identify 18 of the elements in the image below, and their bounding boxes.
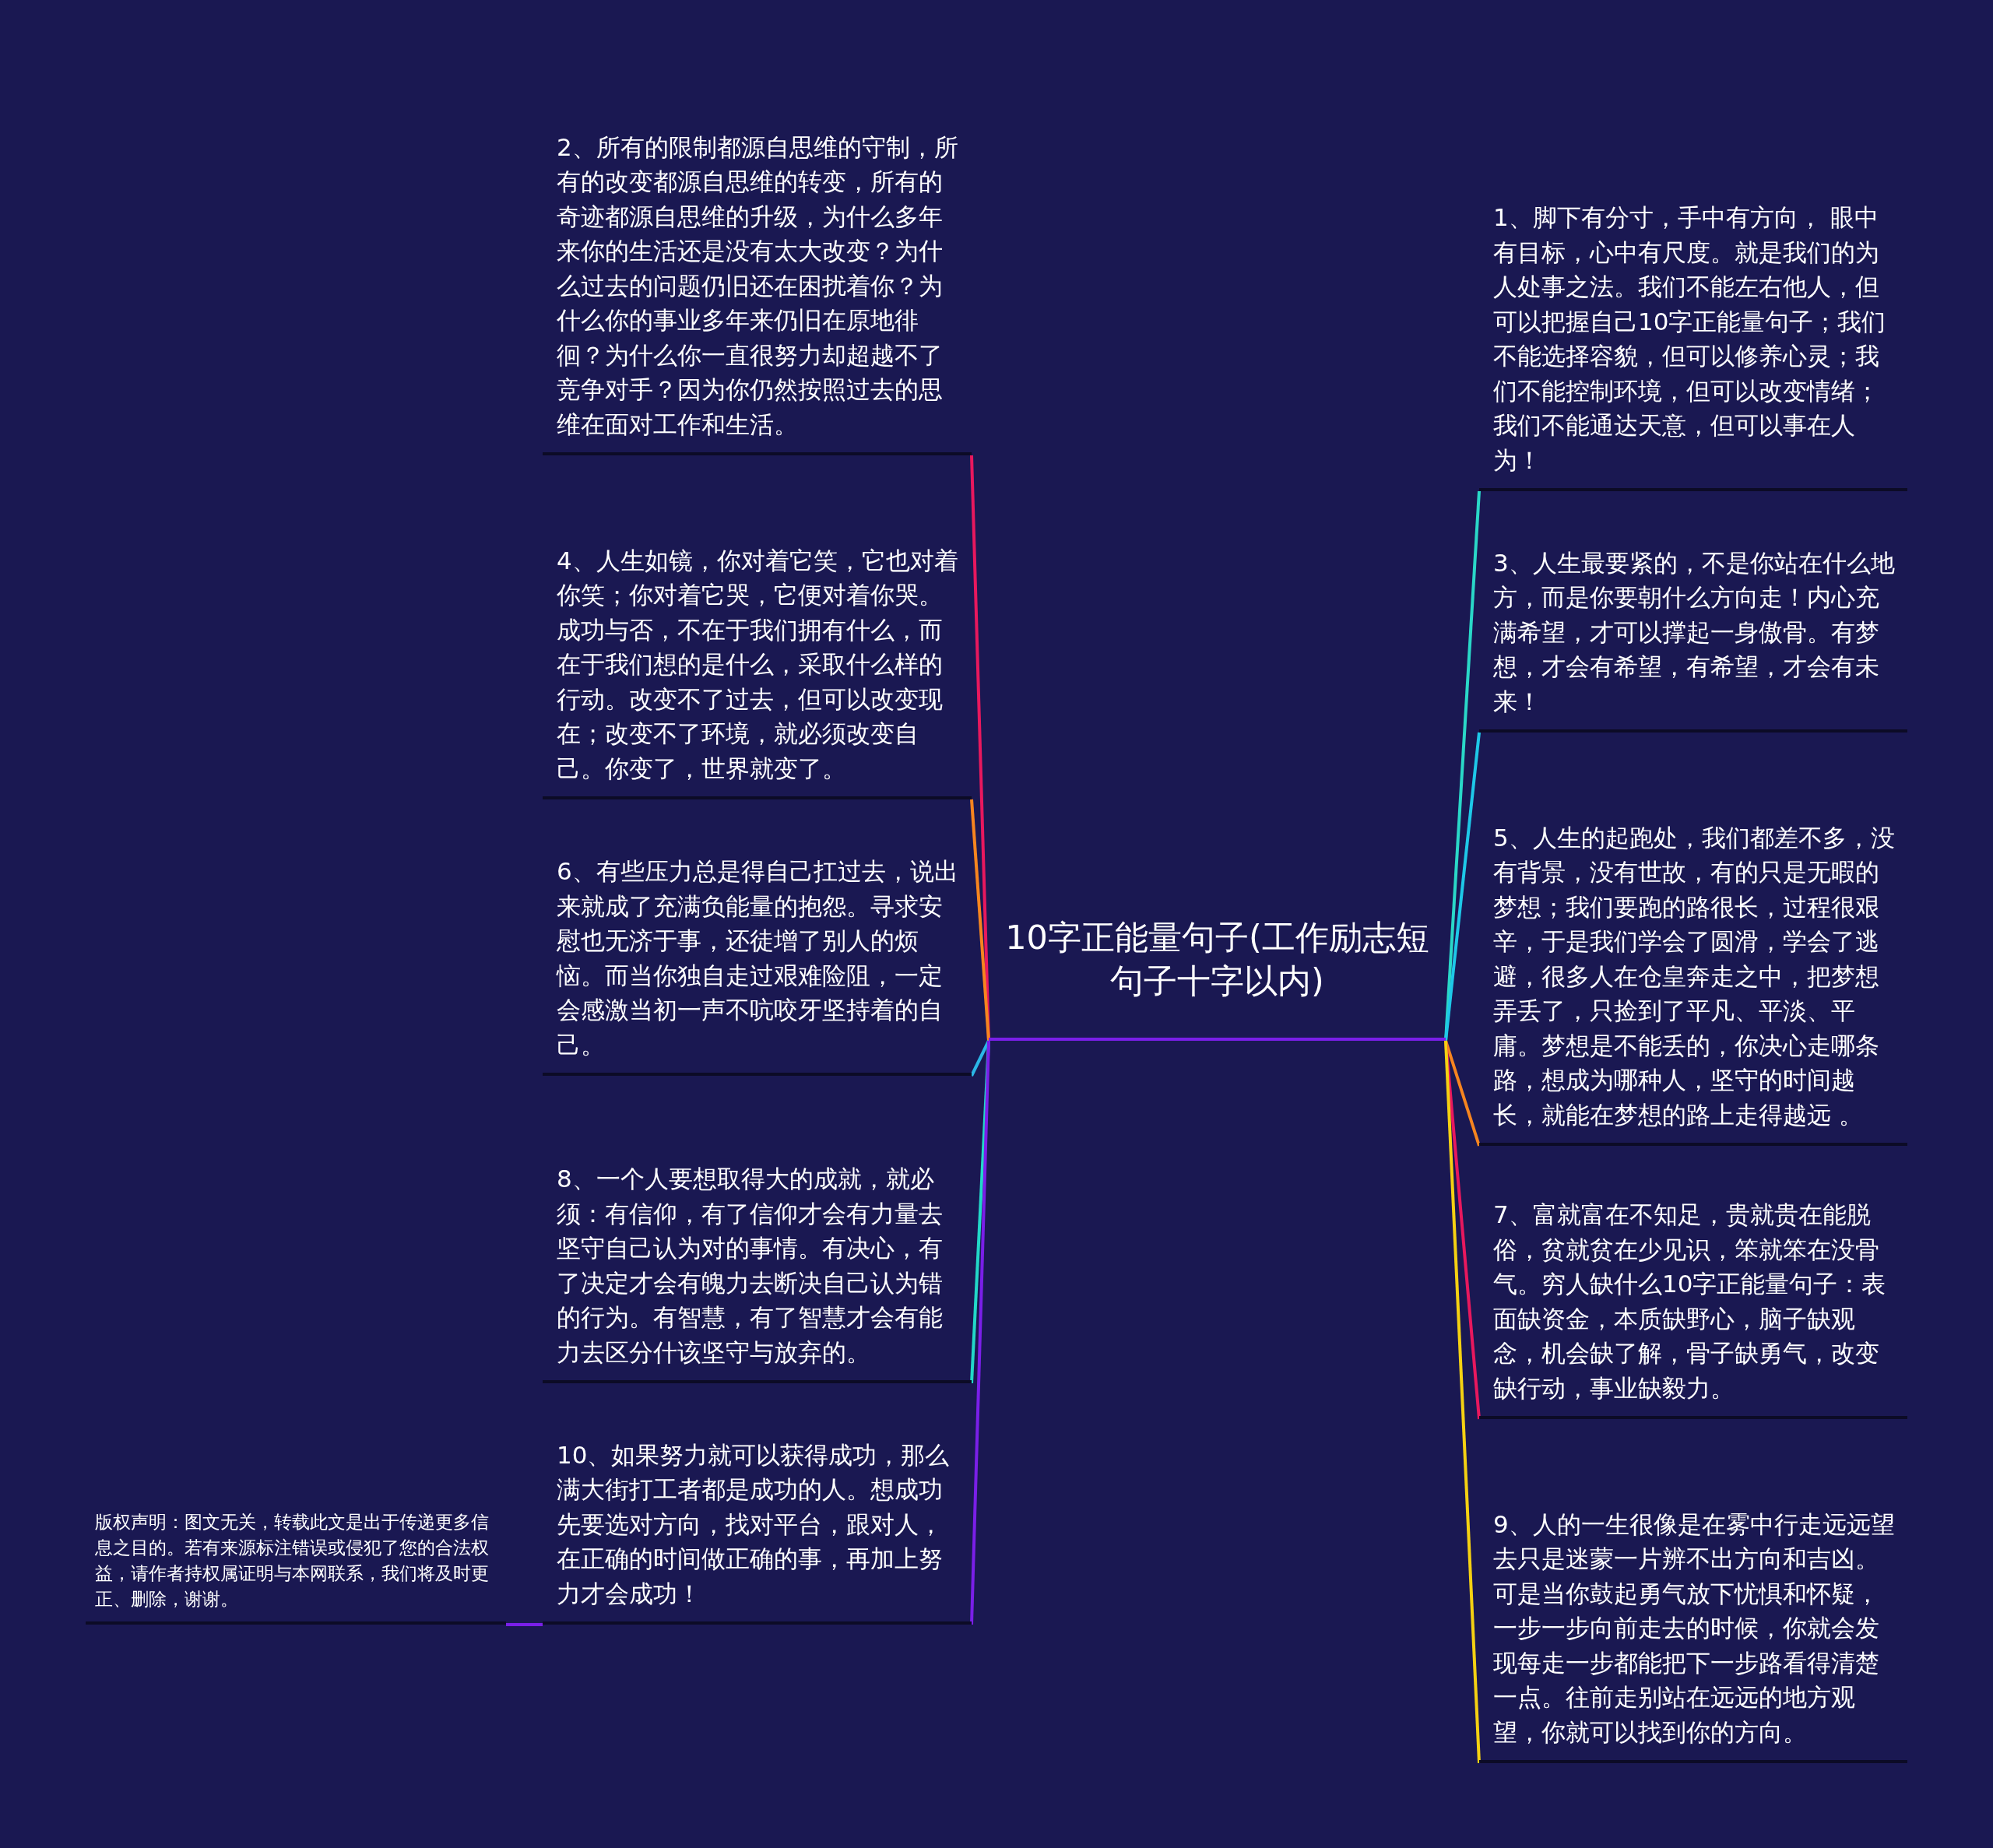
topic-text: 10、如果努力就可以获得成功，那么满大街打工者都是成功的人。想成功先要选对方向，找对平台，跟对人，在正确的时间做正确的事，再加上努力才会成功！	[556, 1439, 951, 1609]
topic-text: 1、脚下有分寸，手中有方向， 眼中有目标，心中有尺度。就是我们的为人处事之法。我们不能左右他人，但可以把握自己10字正能量句子；我们不能选择容貌，但可以修养心灵；我们不能控制环境，但可以改变情绪；我们不能通达天意，但可以事在人为！	[1492, 202, 1887, 476]
topic-text: 8、一个人要想取得大的成就，就必须：有信仰，有了信仰才会有力量去坚守自己认为对的事情。有决心，有了决定才会有魄力去断决自己认为错的行为。有智慧，有了智慧才会有能力去区分什该坚守与放弃的。	[556, 1164, 944, 1368]
branch-line	[970, 799, 990, 1042]
topic-text: 3、人生最要紧的，不是你站在什么地方，而是你要朝什么方向走！内心充满希望，才可以撑起一身傲骨。有梦想，才会有希望，有希望，才会有未来！	[1492, 547, 1896, 717]
topic-text: 6、有些压力总是得自己扛过去，说出来就成了充满负能量的抱怨。寻求安慰也无济于事，还徒增了别人的烦恼。而当你独自走过艰难险阻，一定会感激当初一声不吭咬牙坚持着的自己。	[555, 856, 959, 1060]
branch-line	[1444, 732, 1481, 1042]
branch-line	[1444, 1040, 1481, 1764]
topic-text: 4、人生如镜，你对着它笑，它也对着你笑；你对着它哭，它便对着你哭。成功与否，不在于我们拥有什么，而在于我们想的是什么，采取什么样的行动。改变不了过去，但可以改变现在；改变不了环境，就必须改变自己。你变了，世界就变了。	[556, 545, 959, 784]
branch-line	[970, 1040, 990, 1625]
topic-text: 9、人的一生很像是在雾中行走远远望去只是迷蒙一片辨不出方向和吉凶。可是当你鼓起勇气放下忧惧和怀疑，一步一步向前走去的时候，你就会发现每走一步都能把下一步路看得清楚一点。往前走别站在远远的地方观望，你就可以找到你的方向。	[1492, 1509, 1896, 1748]
branch-line	[970, 1040, 990, 1077]
topic-text: 2、所有的限制都源自思维的守制，所有的改变都源自思维的转变，所有的奇迹都源自思维的升级，为什么多年来你的生活还是没有太大改变？为什么过去的问题仍旧还在困扰着你？为什么你的事业多年来仍旧在原地徘徊？为什么你一直很努力却超越不了竞争对手？因为你仍然按照过去的思维在面对工作和生活。	[556, 132, 959, 440]
topic-title: 10字正能量句子(工作励志短句子十字以内)	[1004, 916, 1430, 1002]
topic-text: 7、富就富在不知足，贵就贵在能脱俗，贫就贫在少见识，笨就笨在没骨气。穷人缺什么10字正能量句子：表面缺资金，本质缺野心，脑子缺观念，机会缺了解，骨子缺勇气，改变缺行动，事业缺毅力。	[1492, 1200, 1887, 1404]
branch-line	[506, 1623, 543, 1626]
topic-text: 版权声明：图文无关，转载此文是出于传递更多信息之目的。若有来源标注错误或侵犯了您的合法权益，请作者持权属证明与本网联系，我们将及时更正、删除，谢谢。	[94, 1511, 490, 1611]
topic-text: 5、人生的起跑处，我们都差不多，没有背景，没有世故，有的只是无暇的梦想；我们要跑的路很长，过程很艰辛，于是我们学会了圆滑，学会了逃避，很多人在仓皇奔走之中，把梦想弄丢了，只捡到了平凡、平淡、平庸。梦想是不能丢的，你决心走哪条路，想成为哪种人，坚守的时间越长，就能在梦想的路上走得越远 。	[1492, 822, 1896, 1130]
